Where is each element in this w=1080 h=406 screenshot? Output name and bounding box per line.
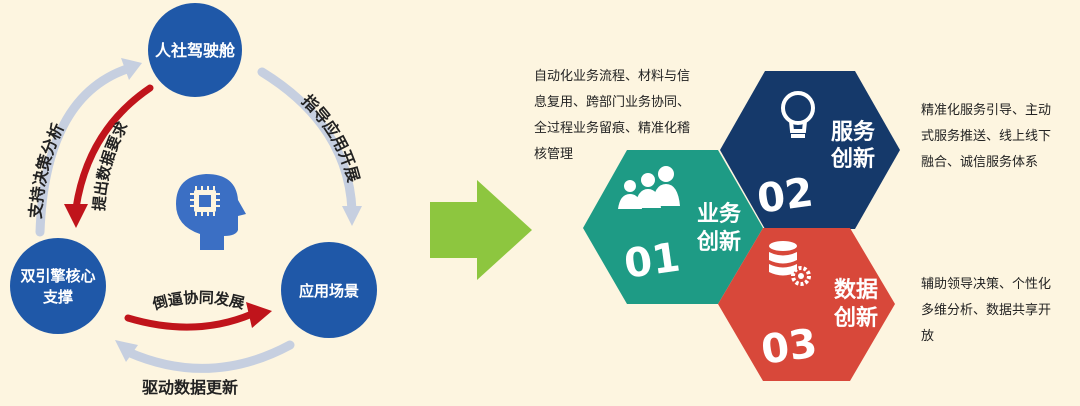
inner-label-bottom: 倒逼协同发展 bbox=[150, 289, 247, 314]
description-line: 放 bbox=[921, 329, 935, 344]
arc-support-decision bbox=[35, 63, 135, 237]
big-transition-arrow bbox=[430, 180, 532, 280]
hexagon-business-number: 01 bbox=[621, 234, 683, 287]
red-arrowhead-left bbox=[64, 204, 88, 228]
red-arrow-collaboration bbox=[124, 310, 256, 331]
hexagon-business-title-1: 业务 bbox=[697, 202, 742, 227]
data-innovation-description: 辅助领导决策、个性化 多维分析、数据共享开 放 bbox=[921, 272, 1077, 350]
brain-chip-head-icon bbox=[176, 174, 246, 250]
arc-label-right: 指导应用开展 bbox=[298, 91, 363, 185]
node-application bbox=[281, 242, 377, 338]
description-line: 全过程业务留痕、精准化稽 bbox=[534, 121, 691, 136]
lightbulb-icon bbox=[781, 91, 815, 138]
database-gear-icon bbox=[769, 241, 811, 286]
hexagon-service-title-1: 服务 bbox=[831, 120, 876, 145]
description-line: 式服务推送、线上线下 bbox=[921, 129, 1052, 144]
node-dual-engine bbox=[10, 238, 106, 334]
description-line: 自动化业务流程、材料与信 bbox=[534, 69, 691, 84]
arc-guide-arrowhead bbox=[342, 206, 362, 226]
description-line: 融合、诚信服务体系 bbox=[921, 155, 1039, 170]
arc-drive-arrowhead bbox=[115, 340, 138, 362]
arc-label-left: 支持决策分析 bbox=[26, 120, 68, 220]
inner-label-left: 提出数据要求 bbox=[90, 118, 132, 212]
node-application-label: 应用场景 bbox=[299, 282, 359, 300]
hexagon-data-title-1: 数据 bbox=[834, 277, 878, 303]
node-cockpit-label: 人社驾驶舱 bbox=[155, 41, 236, 60]
red-arrow-data-requirement bbox=[72, 84, 154, 212]
description-line: 精准化服务引导、主动 bbox=[921, 103, 1052, 118]
arc-label-bottom: 驱动数据更新 bbox=[142, 378, 238, 397]
hexagon-data-number: 03 bbox=[758, 320, 820, 373]
people-group-icon bbox=[618, 166, 680, 209]
hexagon-service-number: 02 bbox=[754, 169, 816, 222]
service-innovation-description: 精准化服务引导、主动 式服务推送、线上线下 融合、诚信服务体系 bbox=[921, 98, 1077, 176]
hexagon-service-innovation: 服务 创新 02 bbox=[720, 71, 900, 229]
red-arrowhead-bottom bbox=[246, 302, 272, 328]
node-cockpit bbox=[148, 3, 242, 97]
description-line: 辅助领导决策、个性化 bbox=[921, 277, 1052, 292]
hexagon-service-title-2: 创新 bbox=[830, 146, 875, 172]
arc-support-arrowhead bbox=[121, 58, 142, 80]
description-line: 核管理 bbox=[534, 147, 574, 162]
hexagon-business-title-2: 创新 bbox=[696, 229, 741, 255]
description-line: 多维分析、数据共享开 bbox=[921, 303, 1052, 318]
business-innovation-description: 自动化业务流程、材料与信 息复用、跨部门业务协同、 全过程业务留痕、精准化稽 核… bbox=[534, 64, 724, 168]
hexagon-data-innovation: 数据 创新 03 bbox=[718, 228, 895, 381]
description-line: 息复用、跨部门业务协同、 bbox=[534, 95, 691, 110]
hexagon-business-innovation: 业务 创新 01 bbox=[583, 150, 763, 304]
hexagon-data-title-2: 创新 bbox=[833, 305, 878, 331]
node-dual-engine-label-2: 支撑 bbox=[42, 288, 73, 306]
node-dual-engine-label-1: 双引擎核心 bbox=[20, 267, 95, 285]
arc-drive-update bbox=[123, 340, 295, 373]
arc-guide-application bbox=[257, 67, 357, 215]
